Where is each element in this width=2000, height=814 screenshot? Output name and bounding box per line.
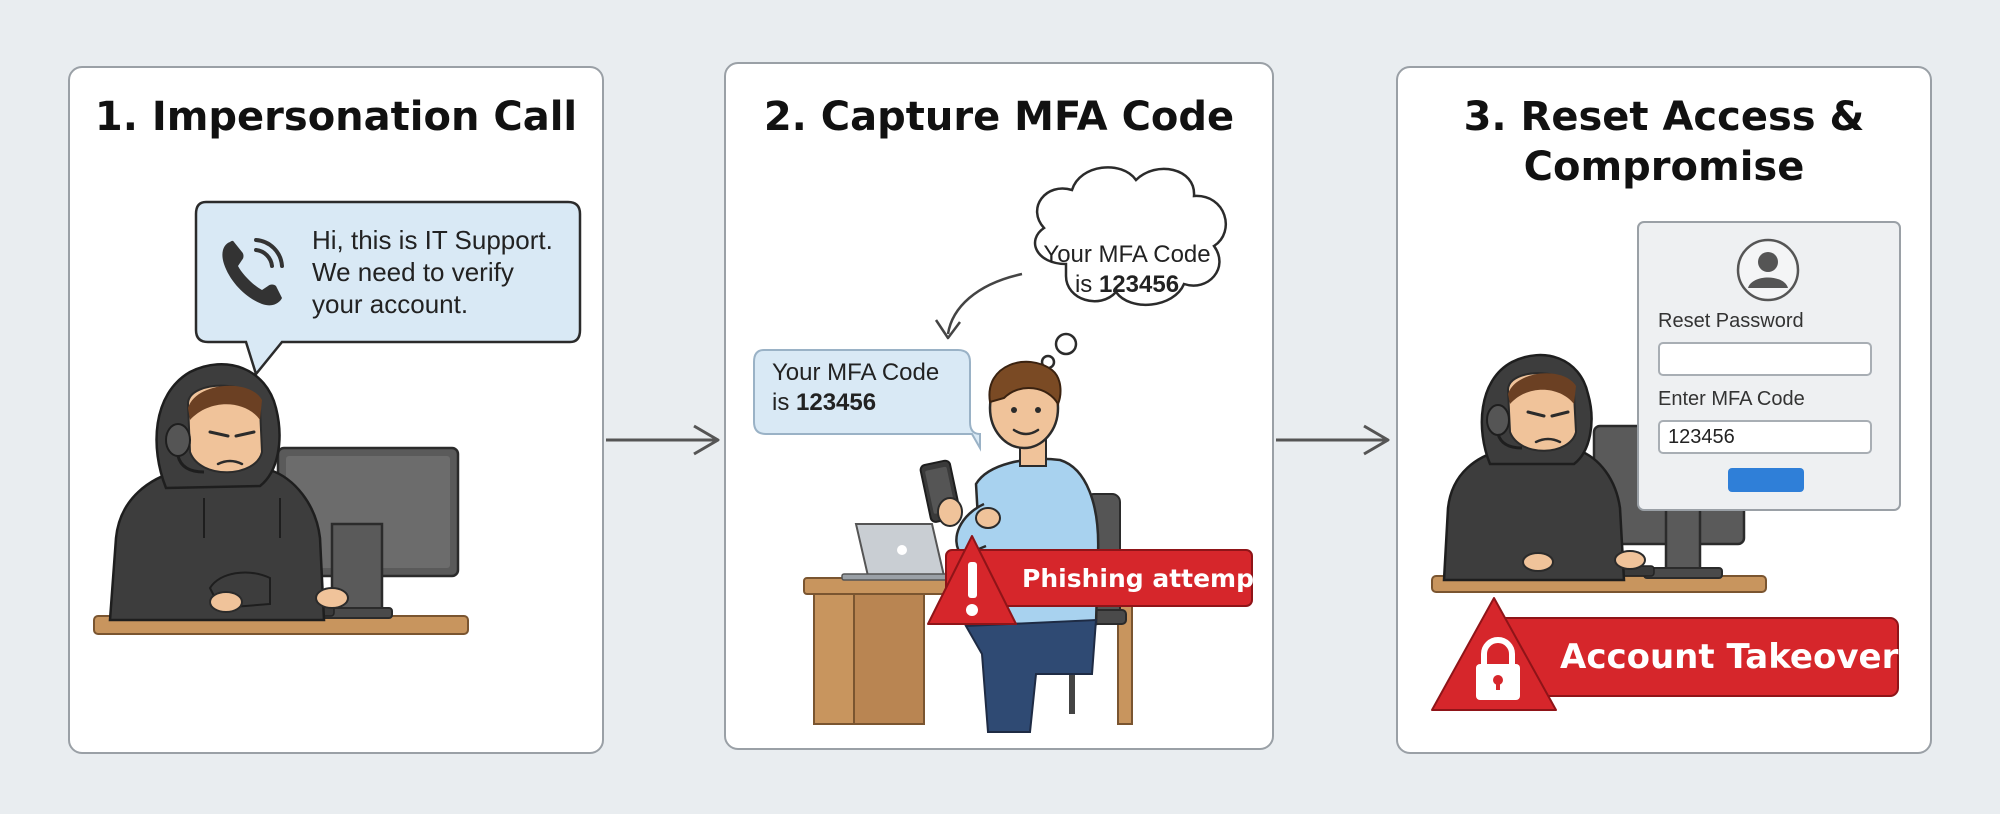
takeover-alert-label: Account Takeover [1560, 637, 1899, 677]
panel-reset-access: 3. Reset Access & Compromise [1396, 66, 1932, 754]
sms-bubble [753, 349, 981, 452]
takeover-alert [1431, 597, 1899, 711]
thought-cloud [1033, 166, 1227, 370]
warning-icon [1431, 597, 1557, 711]
flow-arrow-2 [1276, 424, 1390, 456]
speech-bubble [194, 200, 582, 377]
panel-title: 2. Capture MFA Code [763, 94, 1235, 140]
hacker-icon [108, 363, 349, 622]
capture-scene [753, 166, 1253, 733]
thought-label: Your MFA Code [1043, 241, 1211, 268]
sms-code: 123456 [796, 389, 877, 416]
avatar-icon [1736, 238, 1800, 302]
thought-code: 123456 [1098, 271, 1180, 298]
phishing-alert-label: Phishing attempt [1022, 564, 1266, 593]
sms-text: Your MFA Code is 123456 [772, 358, 939, 418]
laptop-icon [841, 523, 959, 581]
panel-title: 1. Impersonation Call [94, 94, 578, 140]
sms-label: Your MFA Code [772, 359, 940, 386]
bubble-text: Hi, this is IT Support. We need to verif… [312, 225, 553, 319]
phone-icon [222, 238, 284, 306]
thought-arrow [946, 272, 1023, 335]
hacker-icon [1442, 353, 1646, 582]
mfa-code-label: Enter MFA Code [1658, 388, 1805, 410]
reset-password-input[interactable] [1658, 342, 1872, 376]
flow-arrow-1 [606, 424, 720, 456]
panel-title: 3. Reset Access & Compromise [1463, 94, 1865, 190]
phishing-alert [927, 535, 1253, 625]
impersonation-scene [93, 200, 582, 635]
sms-code-prefix: is [772, 389, 796, 416]
reset-password-label: Reset Password [1658, 310, 1804, 332]
submit-button[interactable] [1728, 468, 1804, 492]
panel-impersonation-call: 1. Impersonation Call [68, 66, 604, 754]
panel-capture-mfa: 2. Capture MFA Code [724, 62, 1274, 750]
thought-code-prefix: is [1074, 271, 1099, 298]
lock-icon [1476, 637, 1520, 700]
mfa-code-input[interactable]: 123456 [1658, 420, 1872, 454]
